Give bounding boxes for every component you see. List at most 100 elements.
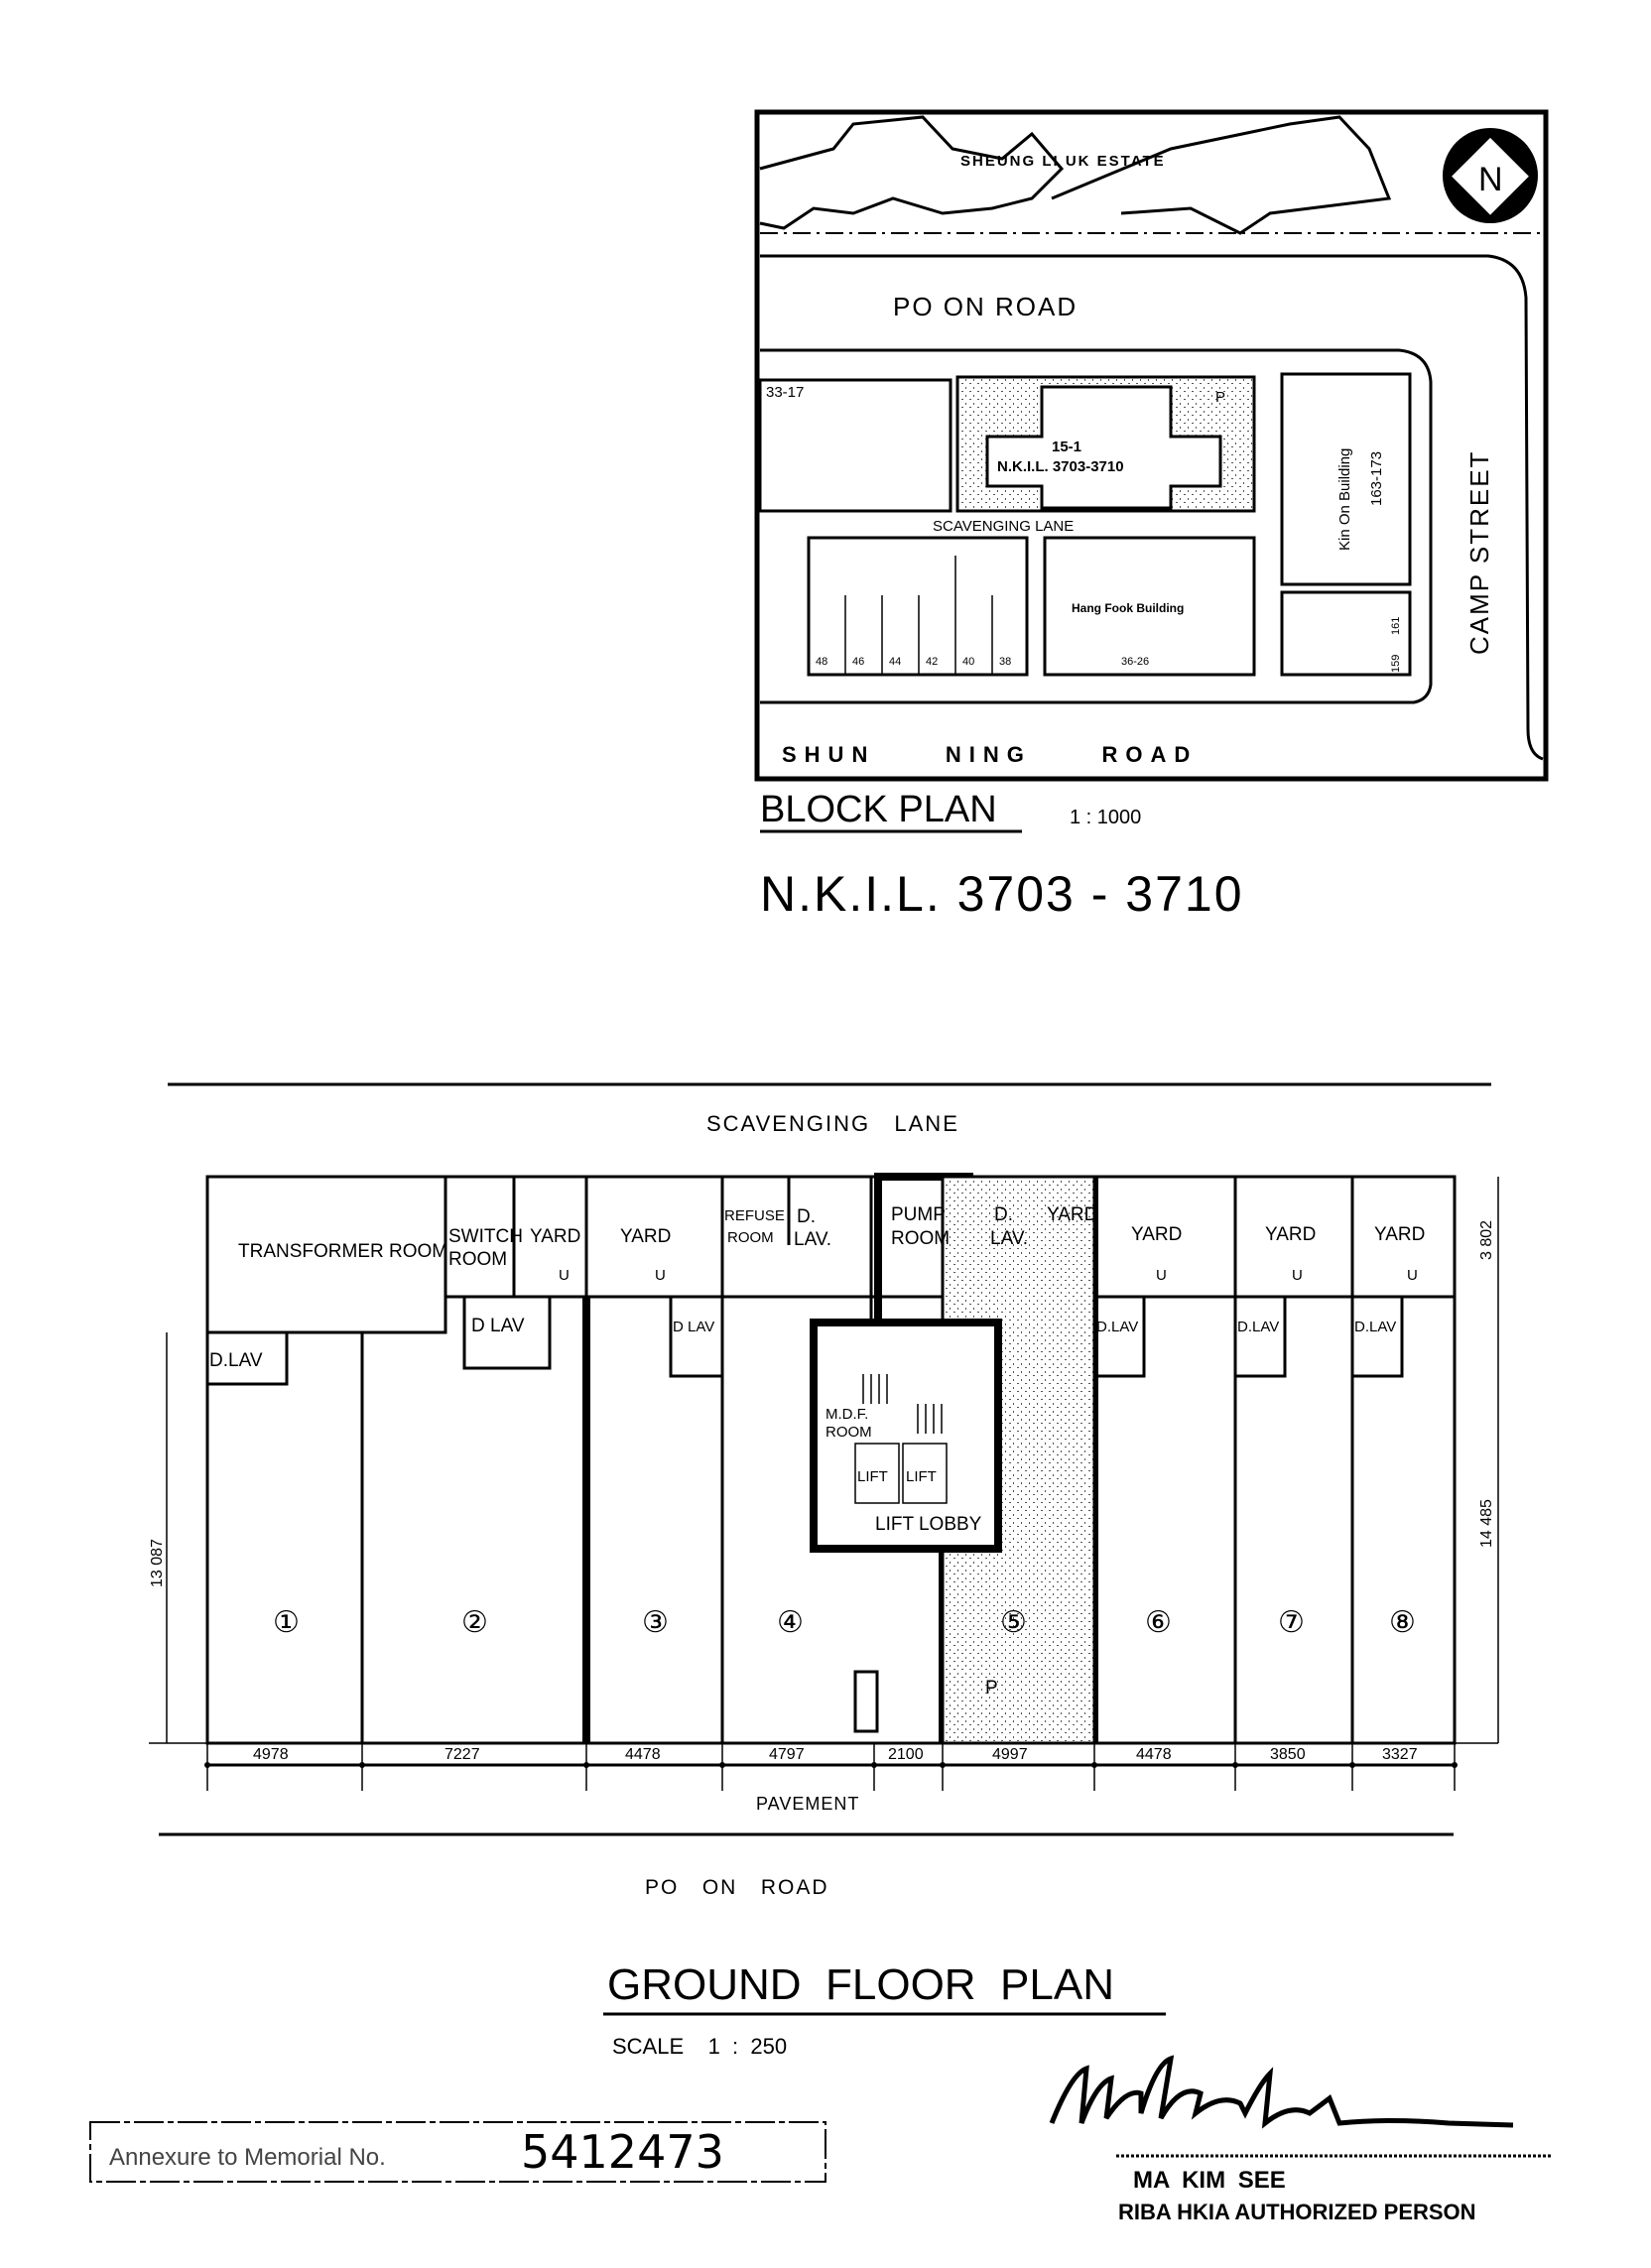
ground-floor-plan: SCAVENGING LANE: [149, 1082, 1499, 2059]
dimension-node: [1232, 1762, 1238, 1768]
shun-ning-road-label: SHUN NING ROAD: [782, 742, 1198, 767]
shop-dividers: [844, 556, 993, 675]
hang-fook-number: 36-26: [1121, 656, 1149, 668]
signatory-name: MA KIM SEE: [1133, 2167, 1286, 2194]
unit-number: ④: [777, 1606, 804, 1639]
shop-number: 46: [852, 656, 864, 668]
yard-label: YARD: [1374, 1224, 1425, 1245]
lift-lobby-label: LIFT LOBBY: [875, 1514, 982, 1535]
yard-label: YARD: [1047, 1204, 1097, 1225]
scavenging-lane-label: SCAVENGING LANE: [933, 518, 1074, 535]
mdf-room-label: M.D.F.: [826, 1406, 868, 1423]
meter-box: [853, 1670, 879, 1733]
signature: MA KIM SEE RIBA HKIA AUTHORIZED PERSON: [1049, 2055, 1553, 2224]
site-number: 15-1: [1052, 439, 1081, 455]
yard-label: YARD: [1131, 1224, 1182, 1245]
block-plan-scale: 1 : 1000: [1070, 807, 1141, 828]
unit-number: ⑧: [1389, 1606, 1416, 1639]
estate-outline: [1051, 115, 1392, 235]
road-edge: [760, 348, 1433, 704]
dimension-ticks: [204, 1743, 1458, 1791]
d-lav: [462, 1295, 552, 1370]
po-on-road-label: PO ON ROAD: [893, 292, 1078, 321]
dimension-node: [940, 1762, 946, 1768]
ground-floor-scale: SCALE 1 : 250: [612, 2034, 787, 2059]
lot-title: N.K.I.L. 3703 - 3710: [760, 866, 1244, 922]
lift-shaft: [854, 1443, 900, 1504]
switch-room-label: SWITCH: [448, 1226, 523, 1247]
lot-33-17: [758, 378, 952, 513]
block-plan-title: BLOCK PLAN: [760, 789, 997, 830]
right-dimension-label: 3 802: [1478, 1220, 1495, 1260]
dimension-label: 3850: [1270, 1746, 1306, 1763]
kin-on-label: Kin On Building: [1336, 448, 1353, 551]
dimension-node: [204, 1762, 210, 1768]
d-lav-label: D LAV: [673, 1319, 714, 1335]
yard-label: YARD: [1265, 1224, 1316, 1245]
corner-number: 159: [1390, 655, 1402, 673]
yard-label: YARD: [620, 1226, 671, 1247]
d-lav-label: D.LAV: [209, 1350, 263, 1371]
u-marker: U: [655, 1267, 666, 1284]
dimension-label: 4797: [769, 1746, 805, 1763]
pump-room-label: ROOM: [891, 1228, 950, 1249]
site-lot-label: N.K.I.L. 3703-3710: [997, 458, 1124, 475]
unit-number: ①: [273, 1606, 300, 1639]
right-dimension-label: 14 485: [1478, 1499, 1495, 1548]
dimension-node: [871, 1762, 877, 1768]
dimension-node: [359, 1762, 365, 1768]
shop-row: [807, 536, 1029, 677]
estate-outline: [759, 115, 1065, 230]
svg-text:N: N: [1478, 161, 1503, 198]
po-on-road-label: PO ON ROAD: [645, 1876, 829, 1899]
lot-33-17-label: 33-17: [766, 384, 804, 401]
memorial-number: 5412473: [521, 2125, 724, 2179]
u-marker: U: [559, 1267, 570, 1284]
d-lav-label: D.LAV: [1237, 1319, 1279, 1335]
site-parking-label: P: [1215, 389, 1225, 406]
d-lav: [1092, 1295, 1146, 1378]
d-lav-label: D.: [797, 1206, 816, 1227]
u-marker: U: [1407, 1267, 1418, 1284]
d-lav-label: D.LAV: [1354, 1319, 1396, 1335]
dimension-node: [1452, 1762, 1458, 1768]
dimension-label: 2100: [888, 1746, 924, 1763]
lift-label: LIFT: [906, 1468, 937, 1485]
block-plan: SHEUNG LI UK ESTATE N PO ON ROAD 33-17 1…: [754, 109, 1549, 833]
refuse-room-label: REFUSE: [724, 1207, 785, 1224]
mdf-room-label: ROOM: [826, 1424, 872, 1441]
left-dimension-label: 13 087: [149, 1539, 166, 1587]
estate-label: SHEUNG LI UK ESTATE: [960, 153, 1166, 170]
d-lav-label: D.LAV: [1096, 1319, 1138, 1335]
kin-on-number: 163-173: [1368, 451, 1385, 506]
d-lav: [1350, 1295, 1404, 1378]
pump-room-label: PUMP: [891, 1204, 946, 1225]
dimension-label: 4997: [992, 1746, 1028, 1763]
hang-fook-building: [1043, 536, 1256, 677]
signatory-title: RIBA HKIA AUTHORIZED PERSON: [1118, 2200, 1476, 2224]
d-lav-label: D LAV: [471, 1316, 525, 1336]
annexure-label: Annexure to Memorial No.: [109, 2144, 386, 2171]
d-lav: [669, 1295, 724, 1378]
corner-buildings: [1280, 590, 1412, 677]
transformer-room-label: TRANSFORMER ROOM: [238, 1241, 447, 1262]
stair-treads: [862, 1374, 943, 1434]
dimension-node: [1349, 1762, 1355, 1768]
dimension-label: 3327: [1382, 1746, 1418, 1763]
switch-room-label: ROOM: [448, 1249, 507, 1270]
dimension-label: 4478: [1136, 1746, 1172, 1763]
d-lav-label: D.: [994, 1204, 1013, 1225]
unit-number: ⑦: [1278, 1606, 1305, 1639]
unit-number: ②: [461, 1606, 488, 1639]
dimension-label: 7227: [444, 1746, 480, 1763]
parking-label: P: [985, 1678, 998, 1699]
d-lav-label: LAV.: [794, 1229, 831, 1250]
refuse-room-label: ROOM: [727, 1229, 774, 1246]
camp-street-label: CAMP STREET: [1464, 450, 1494, 655]
dimension-node: [1091, 1762, 1097, 1768]
unit-number: ⑤: [1000, 1606, 1027, 1639]
kin-on-building: [1280, 372, 1412, 586]
unit-number: ③: [642, 1606, 669, 1639]
